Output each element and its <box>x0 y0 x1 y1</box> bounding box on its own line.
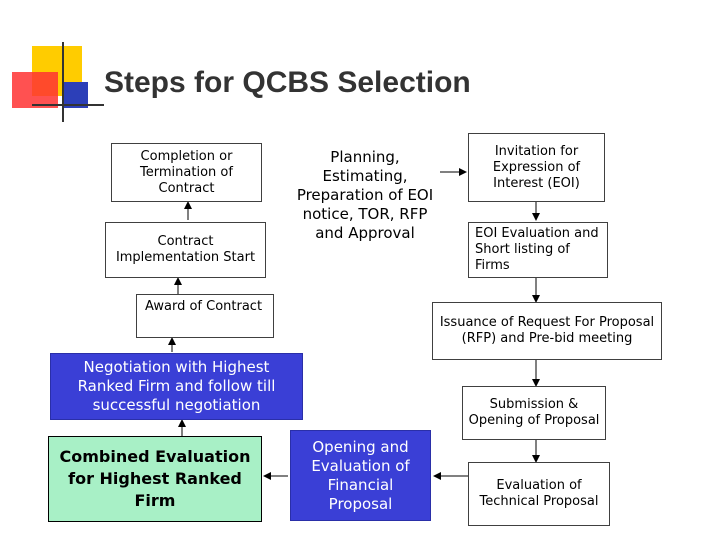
step-submission: Submission & Opening of Proposal <box>462 386 606 440</box>
step-financial: Opening and Evaluation of Financial Prop… <box>290 430 431 521</box>
step-implementation: Contract Implementation Start <box>105 222 266 278</box>
page-title: Steps for QCBS Selection <box>104 66 471 99</box>
decor-red-square <box>12 72 58 108</box>
step-eoi-evaluation: EOI Evaluation and Short listing of Firm… <box>468 222 608 278</box>
step-award: Award of Contract <box>136 294 274 338</box>
step-planning: Planning, Estimating, Preparation of EOI… <box>296 148 434 242</box>
step-negotiation: Negotiation with Highest Ranked Firm and… <box>50 353 303 420</box>
decor-vertical-line <box>62 42 64 122</box>
decor-blue-square <box>62 82 88 108</box>
step-technical: Evaluation of Technical Proposal <box>468 462 610 526</box>
decor-horizontal-line <box>32 104 104 106</box>
step-rfp: Issuance of Request For Proposal (RFP) a… <box>432 302 662 360</box>
step-combined: Combined Evaluation for Highest Ranked F… <box>48 436 262 522</box>
step-completion: Completion or Termination of Contract <box>111 143 262 202</box>
step-invitation: Invitation for Expression of Interest (E… <box>468 133 605 202</box>
